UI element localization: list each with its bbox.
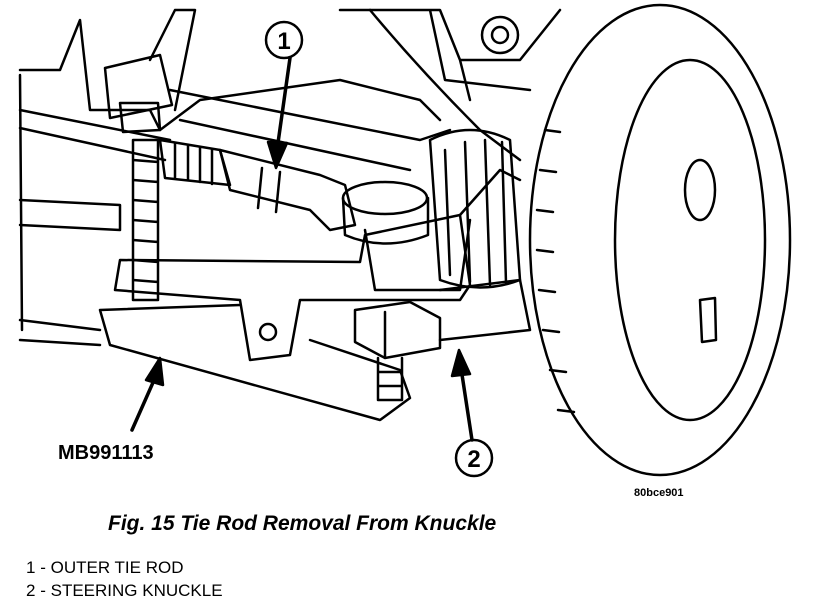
chassis-frame [18,8,442,332]
legend-item: 2 - STEERING KNUCKLE [26,579,223,602]
legend-text: STEERING KNUCKLE [50,581,223,600]
bracket-top [103,53,174,120]
tool-lower-arm [98,303,412,422]
callout-2-arrowhead [450,348,472,378]
image-code: 80bce901 [634,487,684,499]
knuckle-stud [376,356,404,402]
callout-1-circle [264,20,304,60]
wheel-stud [698,296,718,344]
engine-bolt-inner [490,25,510,45]
tool-label: MB991113 [58,442,154,464]
legend-text: OUTER TIE ROD [50,558,184,577]
legend-item: 1 - OUTER TIE ROD [26,556,223,579]
callout-1-arrowhead [266,140,289,170]
legend-separator: - [40,558,46,577]
ball-joint-body [341,196,430,245]
callout-2-number: 2 [467,446,480,473]
legend: 1 - OUTER TIE ROD 2 - STEERING KNUCKLE [26,556,223,602]
knuckle-nut [353,300,442,360]
outer-tie-rod-collar [256,166,282,214]
tool-screw [131,138,160,302]
upper-crossmember [168,88,452,172]
tool-strap [363,218,472,292]
inner-tie-rod-shaft [18,108,172,162]
callout-1-number: 1 [277,28,290,55]
callout-2-circle [454,438,494,478]
lower-arm [18,318,102,347]
rotor-vents [535,128,576,414]
tool-screw-head [118,101,162,134]
brake-rotor-inner [613,58,767,422]
tool-body [113,213,472,362]
ball-joint-cap [341,180,429,216]
tie-rod-threads [158,138,232,187]
brake-line [368,8,522,162]
engine-housing [338,8,562,102]
tool-pivot [258,322,278,342]
figure-caption: Fig. 15 Tie Rod Removal From Knuckle [108,512,497,535]
steering-knuckle [18,168,532,342]
legend-number: 2 [26,581,36,600]
line-drawing [18,3,792,478]
legend-separator: - [40,581,46,600]
engine-bolt [480,15,520,55]
brake-rotor-outer [528,3,792,477]
outer-tie-rod-body [218,148,357,232]
legend-number: 1 [26,558,36,577]
cv-boot [428,128,522,289]
wheel-hub [683,158,717,222]
tool-label-arrowhead [144,356,165,387]
callout-2-leader [459,366,474,442]
callout-1-leader [275,56,292,152]
tool-label-leader [130,376,157,432]
